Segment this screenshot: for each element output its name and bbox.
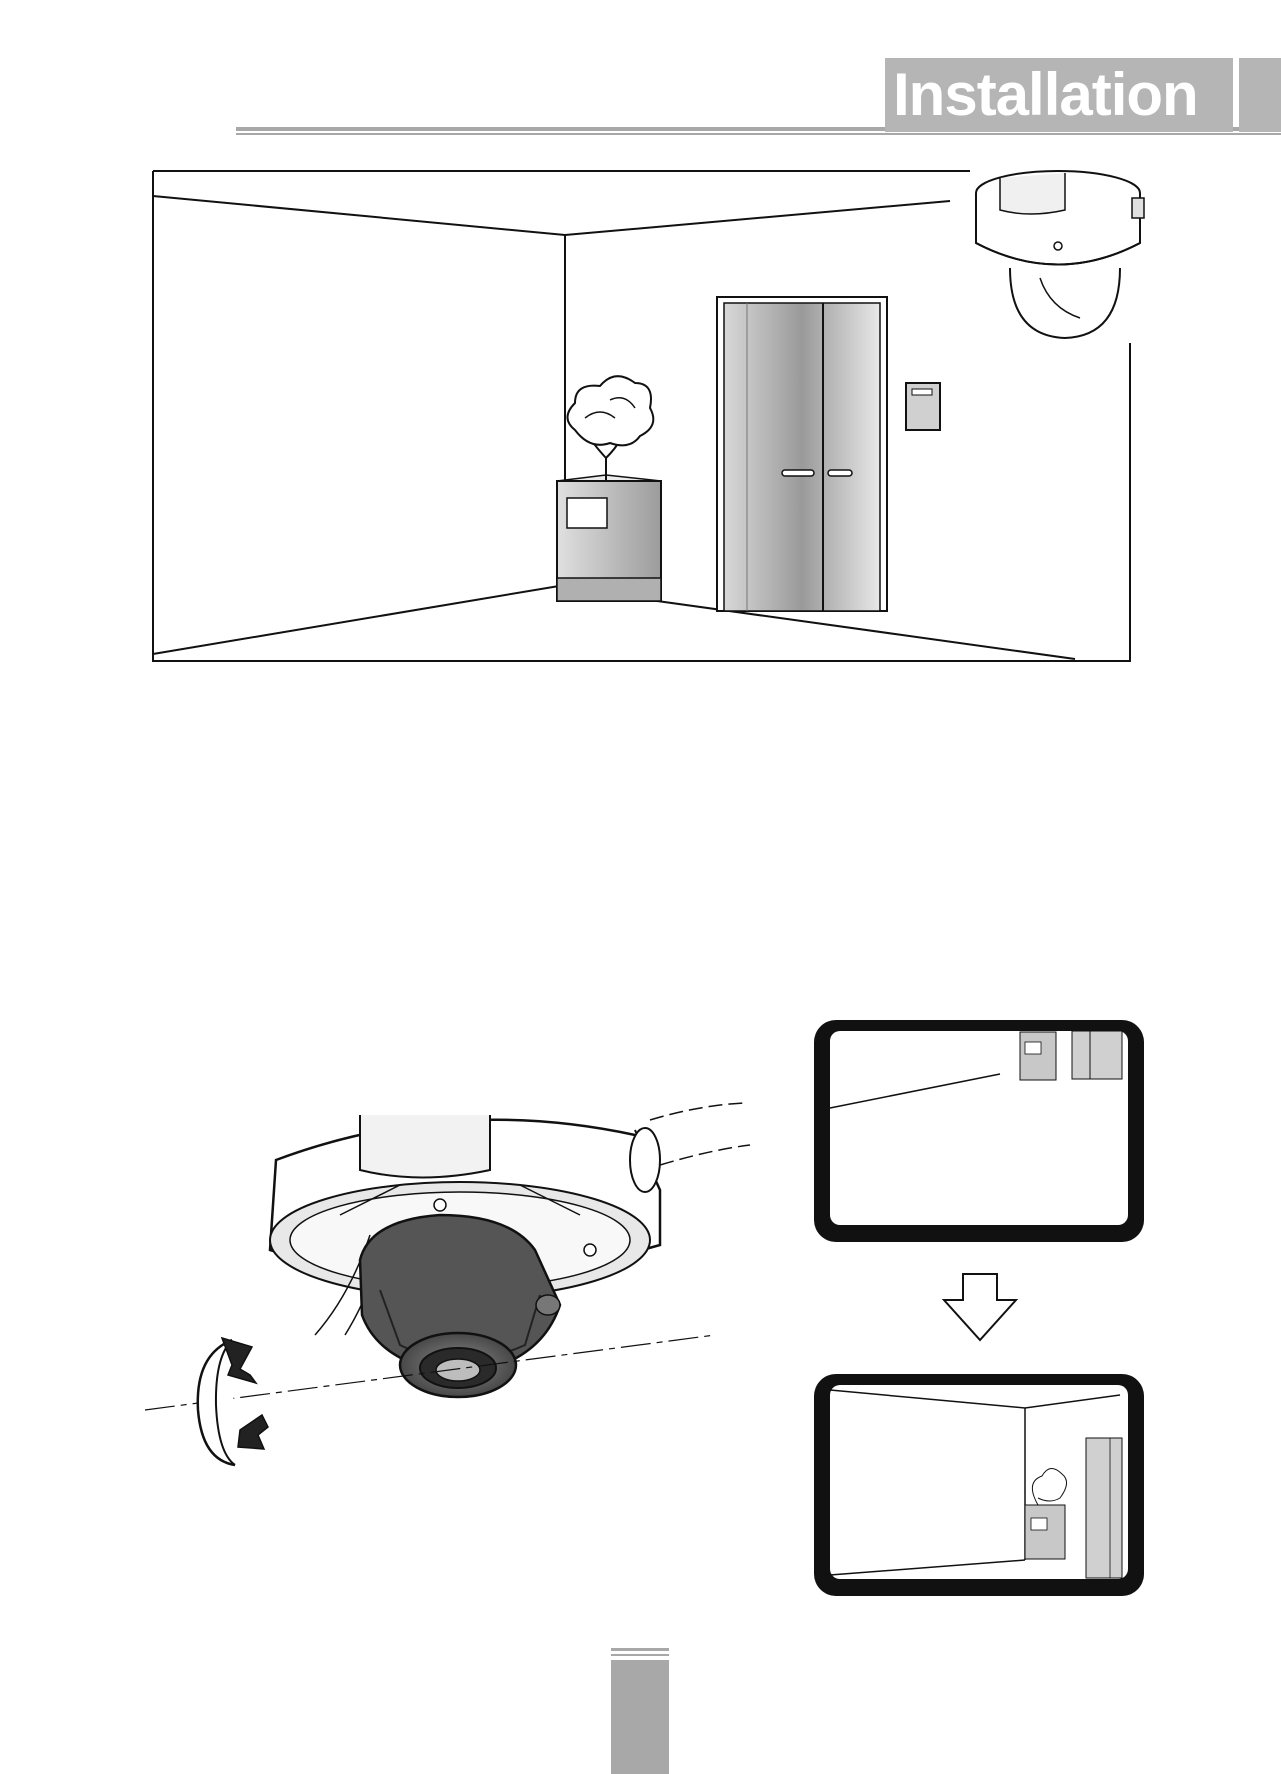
view-after-monitor [810, 1370, 1150, 1600]
page-number-tab [611, 1648, 669, 1774]
view-before-monitor [810, 1016, 1150, 1246]
plant-stand-icon [557, 376, 661, 601]
section-tab-edge [1239, 58, 1281, 132]
door-icon [717, 297, 887, 611]
room-scene-illustration [150, 168, 1150, 668]
rotate-arrow-icon [198, 1338, 268, 1465]
section-title: Installation [893, 62, 1198, 128]
camera-rotation-illustration [140, 1075, 770, 1525]
intercom-icon [906, 383, 940, 430]
dome-camera-icon [976, 171, 1144, 338]
down-arrow-icon [940, 1272, 1020, 1344]
